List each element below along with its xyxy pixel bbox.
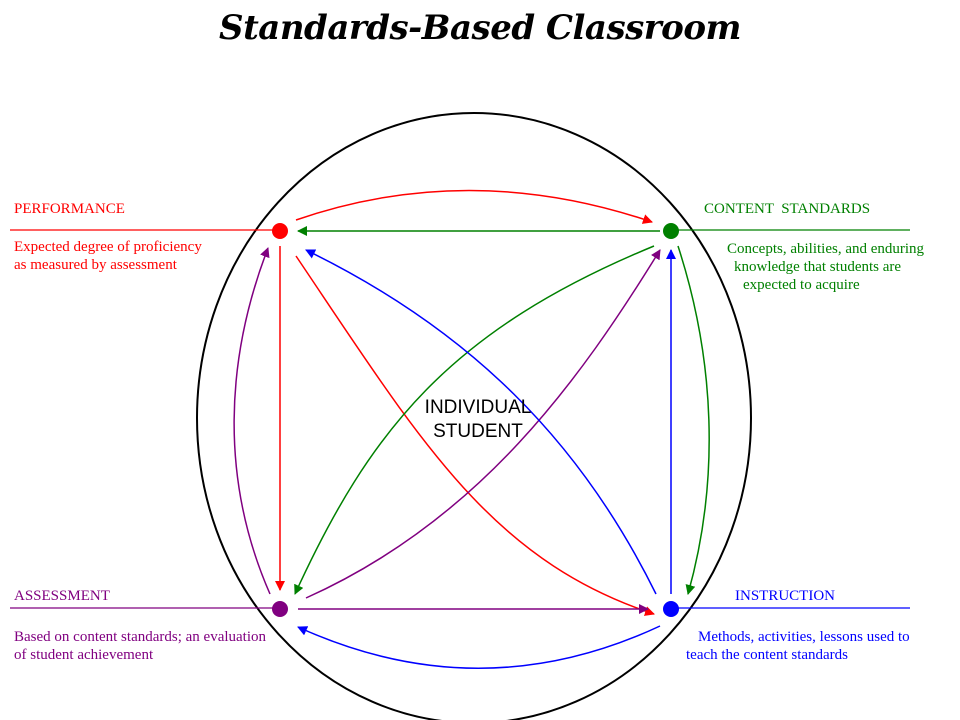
assessment-line-2: of student achievement	[14, 647, 154, 663]
outer-circle	[196, 112, 752, 720]
arrow-instruction-to-performance	[305, 249, 657, 595]
page-title: Standards-Based Classroom	[219, 8, 741, 48]
content-standards-node	[663, 223, 679, 239]
content-standards-line-2: knowledge that students are	[734, 259, 902, 275]
arrow-content-to-assessment	[294, 245, 655, 595]
center-label: INDIVIDUAL STUDENT	[408, 396, 548, 444]
arrow-performance-to-content	[295, 189, 653, 224]
content-standards-heading: CONTENT STANDARDS	[704, 201, 871, 217]
content-standards-description: Concepts, abilities, and enduring knowle…	[727, 240, 924, 294]
instruction-heading: INSTRUCTION	[735, 588, 835, 604]
arrow-instruction-to-assessment	[297, 625, 661, 669]
center-label-line-1: INDIVIDUAL	[424, 397, 532, 418]
instruction-line-2: teach the content standards	[686, 647, 849, 663]
performance-line-2: as measured by assessment	[14, 257, 177, 273]
arrow-content-to-instruction	[677, 245, 710, 595]
performance-line-1: Expected degree of proficiency	[14, 239, 202, 255]
content-standards-line-3: expected to acquire	[743, 277, 860, 293]
instruction-node	[663, 601, 679, 617]
instruction-description: Methods, activities, lessons used to tea…	[686, 628, 910, 664]
performance-description: Expected degree of proficiency as measur…	[14, 238, 202, 274]
arrow-assessment-to-performance	[233, 247, 271, 595]
performance-heading: PERFORMANCE	[14, 201, 125, 217]
performance-node	[272, 223, 288, 239]
content-standards-line-1: Concepts, abilities, and enduring	[727, 241, 925, 257]
assessment-line-1: Based on content standards; an evaluatio…	[14, 629, 267, 645]
assessment-node	[272, 601, 288, 617]
assessment-description: Based on content standards; an evaluatio…	[14, 628, 266, 664]
arrow-performance-to-instruction	[295, 255, 655, 616]
center-label-line-2: STUDENT	[433, 421, 523, 442]
assessment-heading: ASSESSMENT	[14, 588, 110, 604]
arrow-assessment-to-content	[305, 249, 661, 599]
instruction-line-1: Methods, activities, lessons used to	[698, 629, 910, 645]
